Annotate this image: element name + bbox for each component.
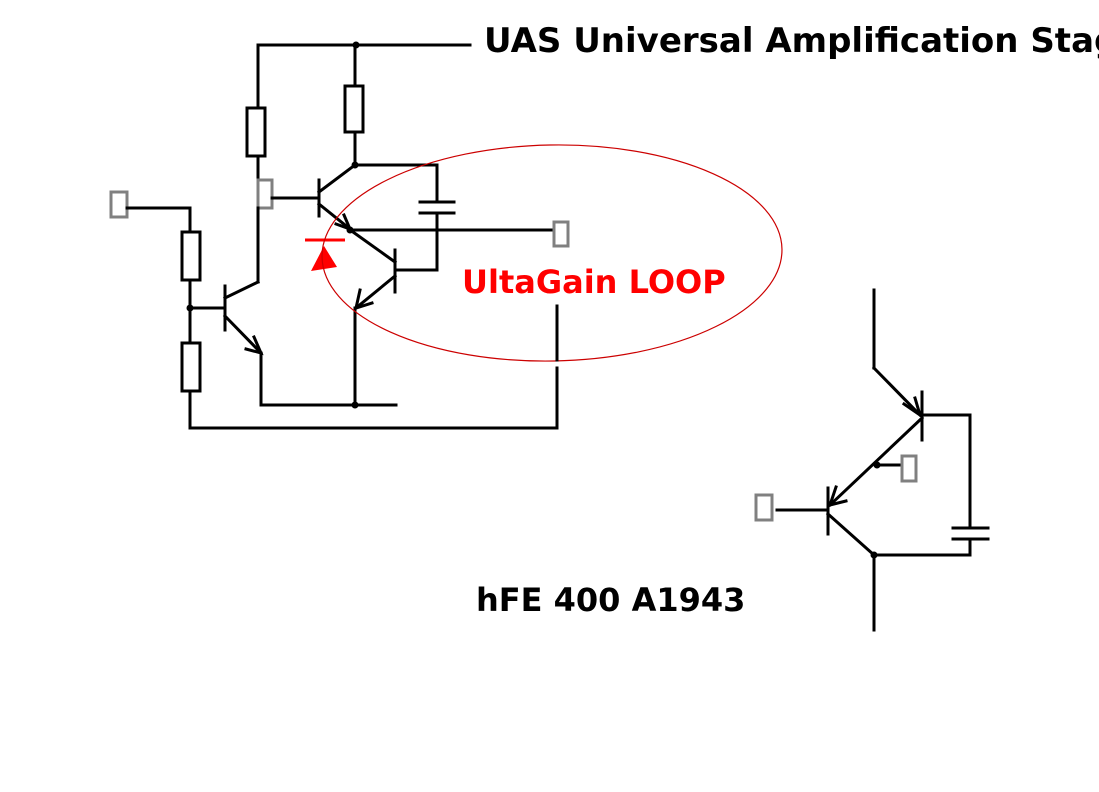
output-device-symbol bbox=[754, 288, 990, 632]
return-rail-inner bbox=[259, 401, 398, 409]
input-terminal bbox=[109, 190, 192, 234]
bias-terminal bbox=[256, 178, 320, 284]
page-title: UAS Universal Amplification Stage bbox=[484, 21, 1099, 61]
loop-label: UltaGain LOOP bbox=[462, 263, 726, 301]
driver-transistor bbox=[316, 161, 359, 232]
input-resistor-lower bbox=[180, 341, 202, 430]
input-resistor-upper bbox=[180, 230, 202, 345]
diode-symbol bbox=[305, 238, 345, 271]
supply-rail bbox=[256, 41, 472, 49]
bias-resistor-upper bbox=[245, 43, 267, 182]
collector-resistor bbox=[343, 43, 365, 167]
output-line bbox=[346, 220, 570, 248]
ultagain-loop-ellipse bbox=[321, 144, 783, 362]
part-label: hFE 400 A1943 bbox=[476, 581, 746, 619]
input-transistor bbox=[188, 279, 264, 407]
loop-transistor bbox=[350, 229, 398, 407]
feedback-capacitor bbox=[353, 163, 456, 272]
